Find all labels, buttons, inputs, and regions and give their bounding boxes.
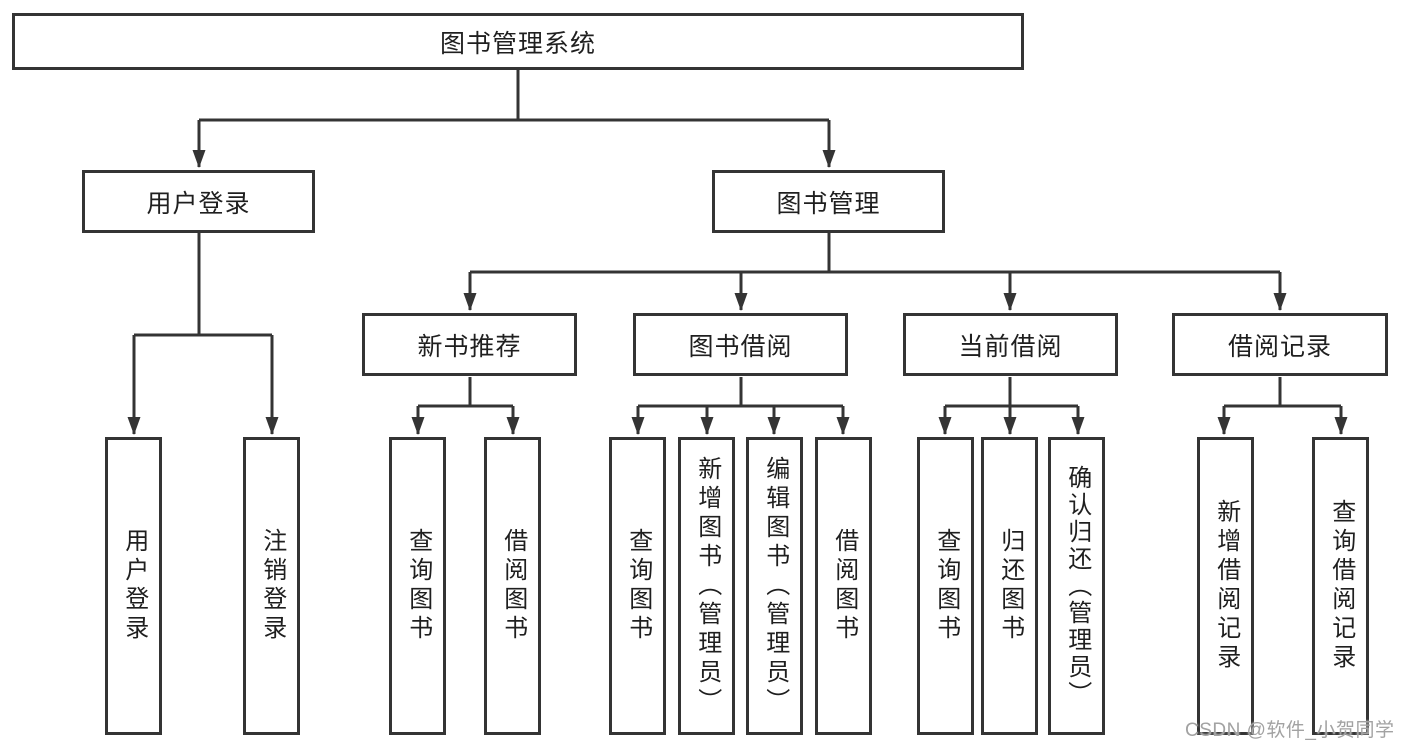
leaf-confirm-return-admin: 确认归还（管理员） [1048,437,1105,735]
leaf-label: 用户登录 [120,528,148,644]
node-book-management: 图书管理 [712,170,945,233]
leaf-label: 查询图书 [624,528,652,644]
leaf-query-borrow-record: 查询借阅记录 [1312,437,1369,735]
leaf-label: 借阅图书 [830,528,858,644]
leaf-return-book: 归还图书 [981,437,1038,735]
leaf-label: 注销登录 [258,528,286,644]
leaf-label: 归还图书 [996,528,1024,644]
leaf-add-borrow-record: 新增借阅记录 [1197,437,1254,735]
node-user-login: 用户登录 [82,170,315,233]
leaf-label: 新增借阅记录 [1212,499,1240,673]
leaf-edit-book-admin: 编辑图书（管理员） [746,437,803,735]
csdn-watermark: CSDN @软件_小贺同学 [1185,720,1395,741]
node-book-borrow: 图书借阅 [633,313,848,376]
leaf-query-book-borrow: 查询图书 [609,437,666,735]
leaf-label: 查询借阅记录 [1327,499,1355,673]
node-current-borrow: 当前借阅 [903,313,1118,376]
leaf-label: 确认归还（管理员） [1063,464,1091,708]
leaf-label: 借阅图书 [499,528,527,644]
leaf-user-login: 用户登录 [105,437,162,735]
leaf-query-book-current: 查询图书 [917,437,974,735]
leaf-query-book-recommend: 查询图书 [389,437,446,735]
node-borrow-record: 借阅记录 [1172,313,1388,376]
leaf-label: 查询图书 [404,528,432,644]
leaf-borrow-book: 借阅图书 [815,437,872,735]
node-root: 图书管理系统 [12,13,1024,70]
node-new-book-recommend: 新书推荐 [362,313,577,376]
leaf-borrow-book-recommend: 借阅图书 [484,437,541,735]
leaf-add-book-admin: 新增图书（管理员） [678,437,735,735]
leaf-label: 编辑图书（管理员） [761,455,789,717]
leaf-logout: 注销登录 [243,437,300,735]
leaf-label: 新增图书（管理员） [693,455,721,717]
leaf-label: 查询图书 [932,528,960,644]
